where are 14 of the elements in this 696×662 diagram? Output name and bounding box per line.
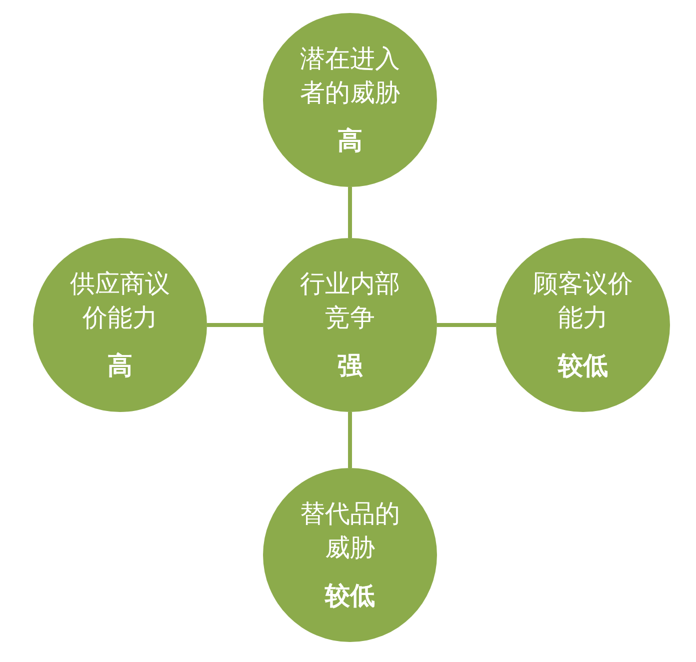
connector-line	[348, 187, 352, 238]
rating-text: 强	[338, 350, 362, 382]
node-title: 潜在进入者的威胁	[299, 43, 401, 109]
rating-text: 较低	[558, 350, 608, 382]
node-title: 行业内部竞争	[299, 268, 401, 334]
node-title: 供应商议价能力	[69, 268, 171, 334]
rating-text: 高	[338, 125, 362, 157]
connector-line	[437, 323, 496, 327]
rating-text: 较低	[325, 580, 375, 612]
node-title: 顾客议价能力	[532, 268, 634, 334]
node-title: 替代品的威胁	[299, 498, 401, 564]
connector-line	[348, 412, 352, 468]
connector-line	[207, 323, 263, 327]
rating-text: 高	[108, 350, 132, 382]
